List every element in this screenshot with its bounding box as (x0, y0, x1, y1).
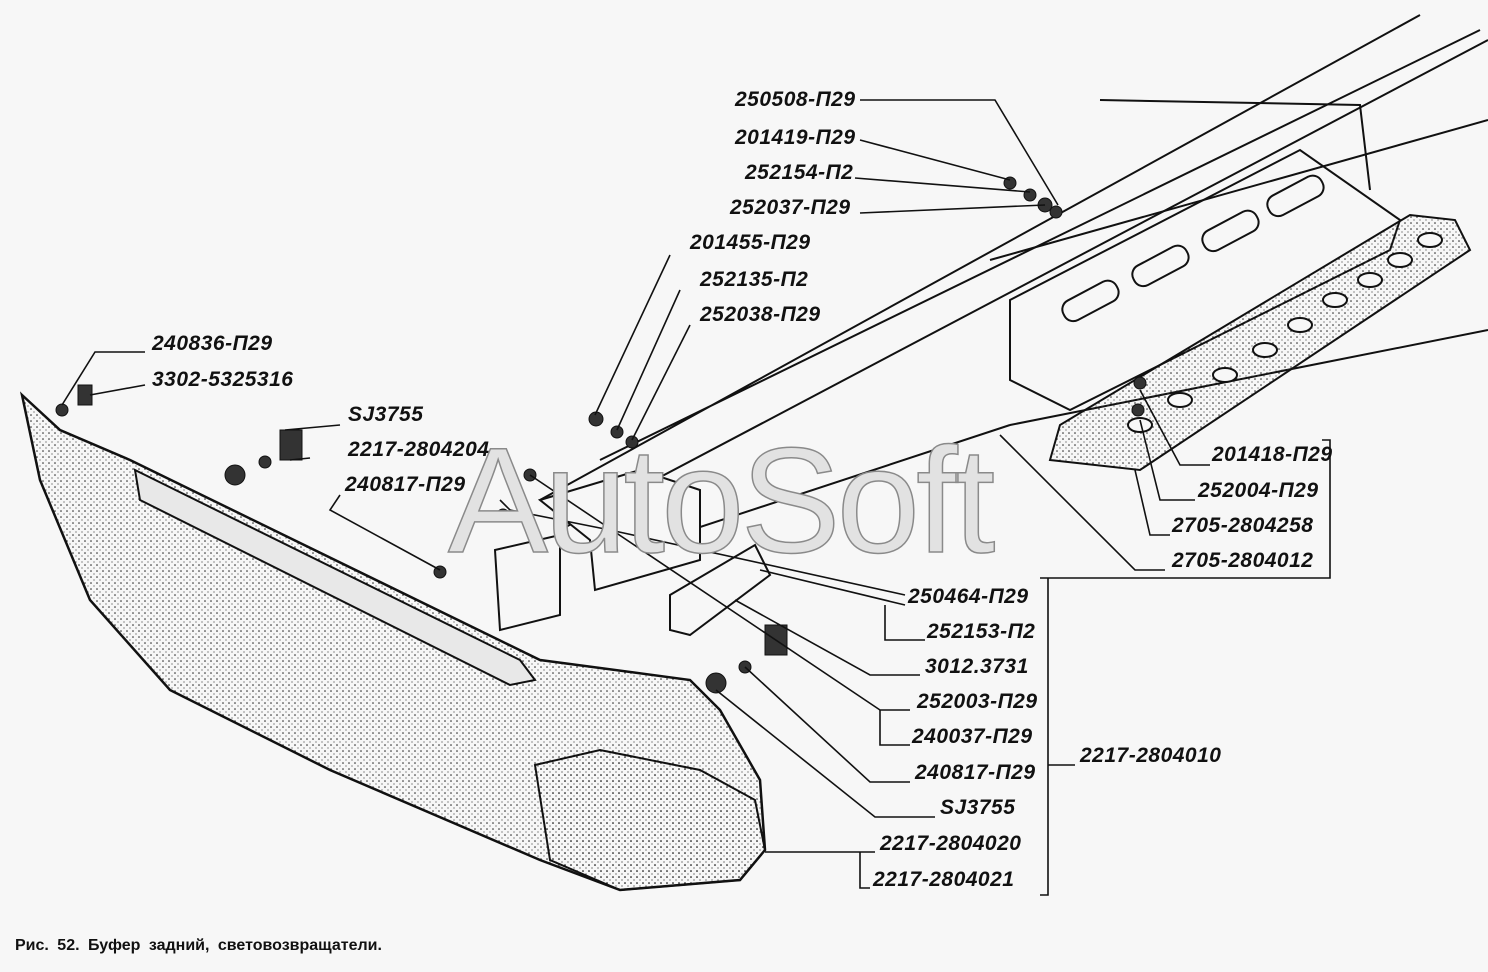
part-label: 250508-П29 (735, 88, 856, 111)
bumper-end-cap (533, 748, 767, 892)
figure-caption: Рис. 52. Буфер задний, световозвращатели… (15, 937, 382, 954)
bumper-bracket-inner (537, 468, 701, 592)
part-label: 2217-2804010 (1080, 744, 1222, 767)
part-label: 2705-2804258 (1172, 514, 1314, 537)
part-label: 2217-2804204 (348, 438, 490, 461)
part-label: 252154-П2 (745, 161, 854, 184)
part-label: 252004-П29 (1198, 479, 1319, 502)
bumper-trim (133, 468, 537, 687)
part-label: 201418-П29 (1212, 443, 1333, 466)
fasteners (55, 176, 1147, 694)
part-label: 2217-2804021 (873, 868, 1015, 891)
part-label: 252135-П2 (700, 268, 809, 291)
part-label: 250464-П29 (908, 585, 1029, 608)
part-label: 240037-П29 (912, 725, 1033, 748)
bumper-bracket (493, 533, 561, 632)
part-label: 201419-П29 (735, 126, 856, 149)
part-label: 240817-П29 (345, 473, 466, 496)
bracket-slots (1061, 174, 1325, 323)
license-lamp (669, 543, 772, 637)
part-label: 252038-П29 (700, 303, 821, 326)
watermark: AutoSoft (447, 416, 996, 584)
part-label: 2217-2804020 (880, 832, 1022, 855)
part-label: 2705-2804012 (1172, 549, 1314, 572)
part-label: 252003-П29 (917, 690, 1038, 713)
part-label: 252037-П29 (730, 196, 851, 219)
part-label: 201455-П29 (690, 231, 811, 254)
leader-lines (61, 99, 1331, 896)
part-label: 240817-П29 (915, 761, 1036, 784)
reflector-lenses (1127, 232, 1443, 433)
part-label: 3012.3731 (925, 655, 1029, 678)
part-label: SJ3755 (348, 403, 424, 426)
part-label: 240836-П29 (152, 332, 273, 355)
part-label: SJ3755 (940, 796, 1016, 819)
part-label: 252153-П2 (927, 620, 1036, 643)
part-label: 3302-5325316 (152, 368, 294, 391)
